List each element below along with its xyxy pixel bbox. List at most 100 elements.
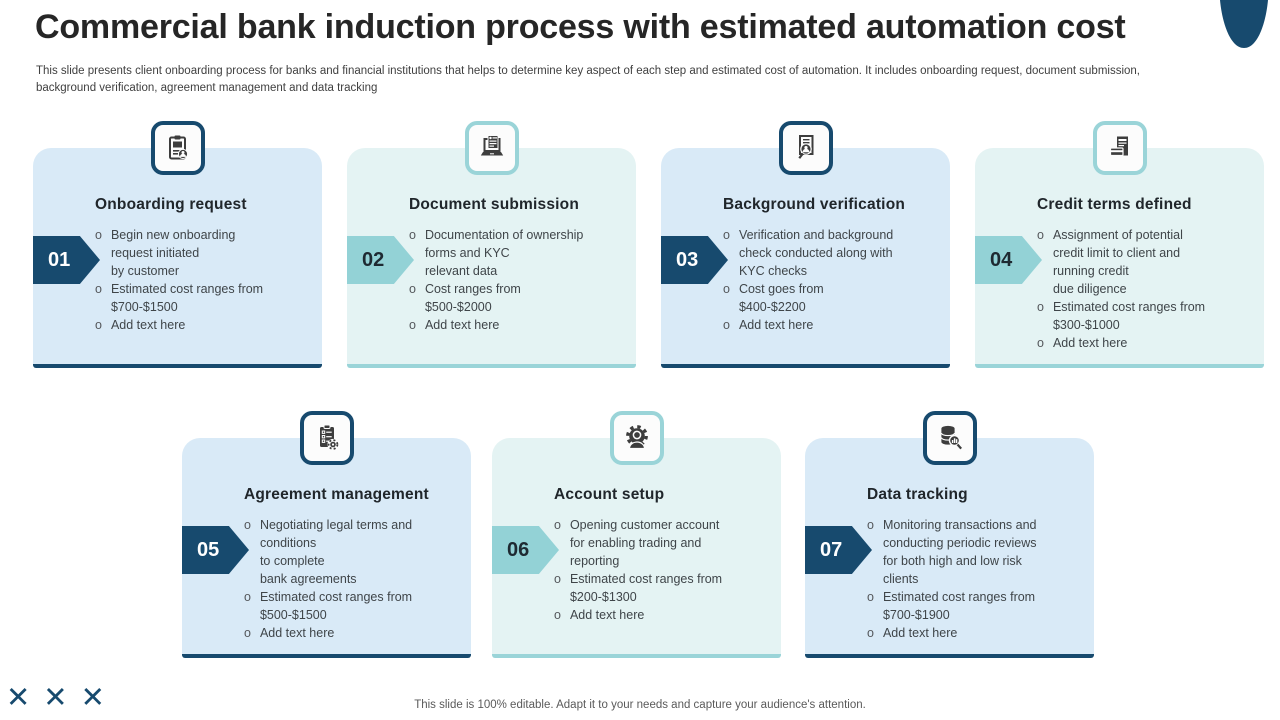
bullet-text: Negotiating legal terms and conditions t… bbox=[259, 518, 413, 586]
bullet-item: o Add text here bbox=[554, 606, 773, 624]
bullet-item: o Estimated cost ranges from $700-$1500 bbox=[95, 280, 314, 316]
bullet-marker: o bbox=[244, 518, 251, 532]
bullet-marker: o bbox=[1037, 336, 1044, 350]
card-bullet-list: o Negotiating legal terms and conditions … bbox=[182, 516, 471, 642]
bullet-text: Add text here bbox=[569, 608, 645, 622]
bullet-marker: o bbox=[95, 228, 102, 242]
process-card-onboarding-request: 01 Onboarding request o Begin new onboard… bbox=[33, 121, 322, 368]
bullet-text: Add text here bbox=[882, 626, 958, 640]
process-card-data-tracking: 07 Data tracking o Monitoring transaction… bbox=[805, 411, 1094, 658]
bullet-item: o Begin new onboarding request initiated … bbox=[95, 226, 314, 280]
process-card-account-setup: 06 Account setup o Opening customer accou… bbox=[492, 411, 781, 658]
bullet-marker: o bbox=[244, 590, 251, 604]
bullet-text: Opening customer account for enabling tr… bbox=[569, 518, 720, 568]
card-title: Background verification bbox=[723, 196, 906, 213]
bullet-item: o Add text here bbox=[723, 316, 942, 334]
corner-decoration-icon bbox=[1220, 0, 1268, 48]
bullet-text: Cost ranges from $500-$2000 bbox=[424, 282, 521, 314]
bullet-marker: o bbox=[554, 518, 561, 532]
bullet-text: Verification and background check conduc… bbox=[738, 228, 894, 278]
card-title: Document submission bbox=[409, 196, 580, 213]
brand-x-marks-icon: ✕✕✕ bbox=[6, 682, 118, 714]
bullet-text: Add text here bbox=[424, 318, 500, 332]
bullet-text: Add text here bbox=[110, 318, 186, 332]
bullet-marker: o bbox=[723, 282, 730, 296]
bullet-marker: o bbox=[409, 228, 416, 242]
bullet-item: o Add text here bbox=[1037, 334, 1256, 352]
card-title: Data tracking bbox=[867, 486, 968, 503]
step-number: 01 bbox=[48, 248, 71, 271]
bullet-item: o Add text here bbox=[95, 316, 314, 334]
card-bullet-list: o Assignment of potential credit limit to… bbox=[975, 226, 1264, 352]
bullet-text: Estimated cost ranges from $300-$1000 bbox=[1052, 300, 1206, 332]
bullet-marker: o bbox=[1037, 228, 1044, 242]
bullet-item: o Cost goes from $400-$2200 bbox=[723, 280, 942, 316]
database-search-icon bbox=[922, 411, 977, 465]
gear-user-icon bbox=[609, 411, 664, 465]
bullet-marker: o bbox=[867, 626, 874, 640]
credit-card-icon bbox=[1092, 121, 1147, 175]
step-number: 03 bbox=[676, 248, 699, 271]
card-title: Credit terms defined bbox=[1037, 196, 1192, 213]
page-title: Commercial bank induction process with e… bbox=[35, 8, 1126, 46]
step-number: 04 bbox=[990, 248, 1013, 271]
bullet-item: o Assignment of potential credit limit to… bbox=[1037, 226, 1256, 298]
clipboard-person-icon bbox=[150, 121, 205, 175]
bullet-text: Estimated cost ranges from $700-$1500 bbox=[110, 282, 264, 314]
step-number: 05 bbox=[197, 538, 220, 561]
bullet-text: Estimated cost ranges from $200-$1300 bbox=[569, 572, 723, 604]
bullet-marker: o bbox=[409, 318, 416, 332]
card-bullet-list: o Verification and background check condu… bbox=[661, 226, 950, 334]
card-bullet-list: o Opening customer account for enabling t… bbox=[492, 516, 781, 624]
card-bullet-list: o Begin new onboarding request initiated … bbox=[33, 226, 322, 334]
bullet-text: Cost goes from $400-$2200 bbox=[738, 282, 824, 314]
bullet-item: o Estimated cost ranges from $700-$1900 bbox=[867, 588, 1086, 624]
bullet-marker: o bbox=[723, 228, 730, 242]
bullet-text: Add text here bbox=[738, 318, 814, 332]
step-number: 07 bbox=[820, 538, 843, 561]
card-title: Onboarding request bbox=[95, 196, 247, 213]
step-number: 06 bbox=[507, 538, 530, 561]
bullet-item: o Add text here bbox=[867, 624, 1086, 642]
bullet-item: o Verification and background check condu… bbox=[723, 226, 942, 280]
bullet-marker: o bbox=[723, 318, 730, 332]
bullet-text: Add text here bbox=[1052, 336, 1128, 350]
step-number: 02 bbox=[362, 248, 385, 271]
bullet-text: Estimated cost ranges from $700-$1900 bbox=[882, 590, 1036, 622]
process-card-background-verification: 03 Background verification o Verification… bbox=[661, 121, 950, 368]
document-search-icon bbox=[778, 121, 833, 175]
bullet-marker: o bbox=[244, 626, 251, 640]
editable-note: This slide is 100% editable. Adapt it to… bbox=[414, 699, 866, 711]
bullet-marker: o bbox=[554, 608, 561, 622]
card-bullet-list: o Monitoring transactions and conducting … bbox=[805, 516, 1094, 642]
card-title: Agreement management bbox=[244, 486, 429, 503]
bullet-item: o Cost ranges from $500-$2000 bbox=[409, 280, 628, 316]
laptop-document-icon bbox=[464, 121, 519, 175]
bullet-item: o Opening customer account for enabling t… bbox=[554, 516, 773, 570]
process-card-credit-terms-defined: 04 Credit terms defined o Assignment of p… bbox=[975, 121, 1264, 368]
bullet-marker: o bbox=[409, 282, 416, 296]
bullet-marker: o bbox=[95, 282, 102, 296]
bullet-item: o Add text here bbox=[409, 316, 628, 334]
card-title: Account setup bbox=[554, 486, 665, 503]
bullet-item: o Estimated cost ranges from $300-$1000 bbox=[1037, 298, 1256, 334]
bullet-text: Monitoring transactions and conducting p… bbox=[882, 518, 1037, 586]
bullet-marker: o bbox=[95, 318, 102, 332]
bullet-marker: o bbox=[1037, 300, 1044, 314]
clipboard-gear-icon bbox=[299, 411, 354, 465]
process-card-agreement-management: 05 Agreement management o Negotiating leg… bbox=[182, 411, 471, 658]
bullet-item: o Add text here bbox=[244, 624, 463, 642]
page-subtitle: This slide presents client onboarding pr… bbox=[36, 65, 1140, 95]
bullet-text: Assignment of potential credit limit to … bbox=[1052, 228, 1183, 296]
bullet-text: Add text here bbox=[259, 626, 335, 640]
bullet-item: o Monitoring transactions and conducting … bbox=[867, 516, 1086, 588]
bullet-marker: o bbox=[867, 590, 874, 604]
bullet-marker: o bbox=[554, 572, 561, 586]
bullet-text: Begin new onboarding request initiated b… bbox=[110, 228, 236, 278]
bullet-marker: o bbox=[867, 518, 874, 532]
